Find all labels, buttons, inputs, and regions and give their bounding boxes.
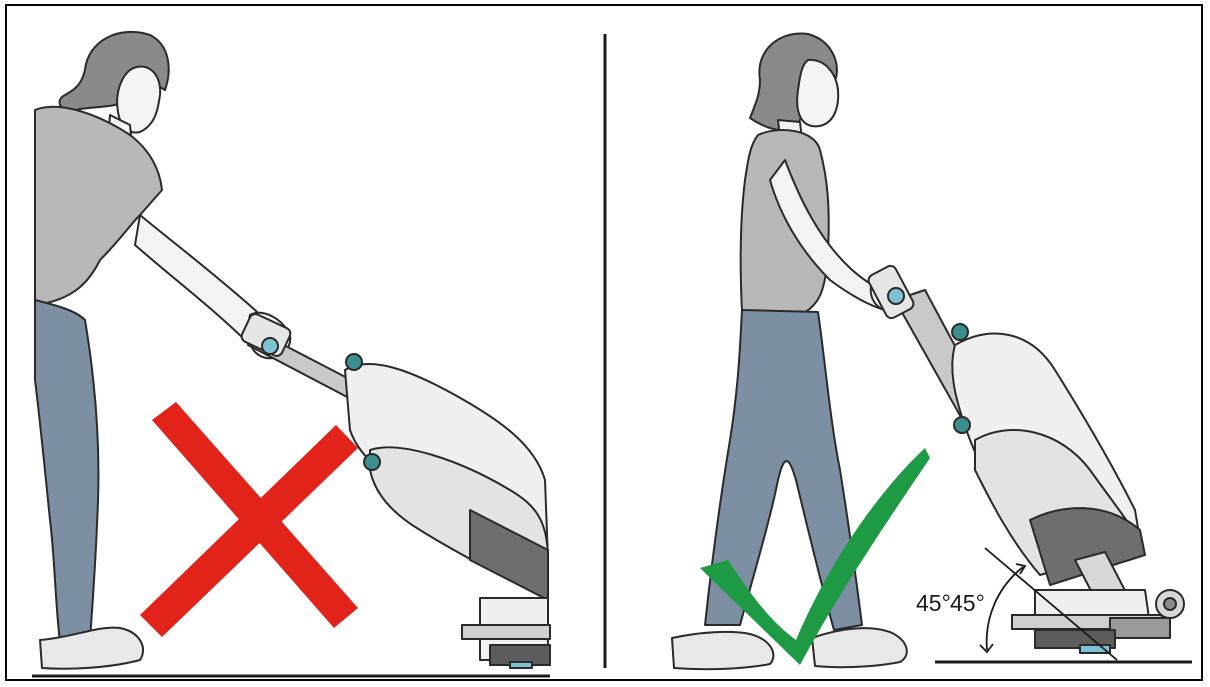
left-handle-button [262,338,278,354]
left-side-knob [364,454,380,470]
right-front-shoe [812,628,907,667]
left-operator-figure [35,32,290,669]
right-side-knob [954,417,970,433]
left-pants [35,300,98,642]
right-handle-button [888,288,904,304]
angle-label-b: 45° [950,592,985,615]
angle-label-a: 45° [916,592,951,615]
left-panel-incorrect [32,32,550,676]
right-scrubber-machine [866,264,1184,653]
angle-arc [987,567,1023,650]
left-incorrect-cross [140,402,358,637]
left-shoe [40,628,143,669]
right-shirt [741,130,829,315]
right-panel-correct [672,33,1192,669]
left-shirt [35,107,162,305]
right-top-knob [952,324,968,340]
left-top-knob [346,354,362,370]
right-back-shoe [672,632,773,669]
